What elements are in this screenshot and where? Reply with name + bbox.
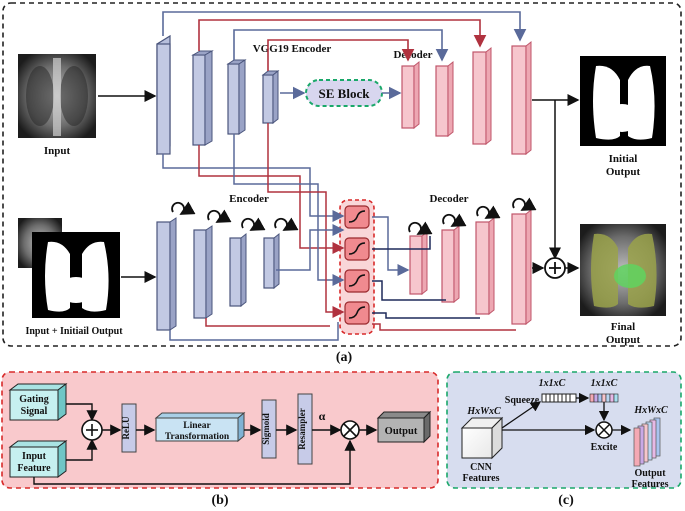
input-xray-image xyxy=(18,54,96,138)
output-features-stack xyxy=(633,417,661,467)
input-feature-label-2: Feature xyxy=(17,463,51,474)
final-output-label-1: Final xyxy=(611,321,635,333)
relu-box: ReLU xyxy=(121,403,137,453)
encoder-bottom-label: Encoder xyxy=(229,193,269,205)
gate-to-decoder-connections xyxy=(372,216,516,331)
output-features-label-2: Features xyxy=(631,479,668,490)
squeeze-vector xyxy=(541,393,577,403)
output-dim-label: HxWxC xyxy=(633,405,668,416)
input-feature-box: Input Feature xyxy=(8,440,68,478)
decoder-bottom-label: Decoder xyxy=(429,193,468,205)
decoder-bottom-blocks xyxy=(409,208,532,326)
linear-label-1: Linear xyxy=(183,421,211,431)
sigmoid-label: Sigmoid xyxy=(261,413,271,445)
initial-output-mask xyxy=(580,56,666,146)
squeeze-label: Squeeze xyxy=(505,395,540,406)
decoder-recurrent-arrows xyxy=(408,197,537,235)
attention-gates xyxy=(339,199,375,335)
gating-signal-label-1: Gating xyxy=(19,394,48,405)
second-input-image xyxy=(18,218,120,318)
gating-signal-label-2: Signal xyxy=(21,406,48,417)
cnn-features-label-2: Features xyxy=(462,473,499,484)
multiply-icon xyxy=(340,420,360,440)
alpha-label: α xyxy=(319,409,326,423)
linear-label-2: Transformation xyxy=(165,432,230,442)
initial-output-label-1: Initial xyxy=(609,153,638,165)
output-box: Output xyxy=(376,410,432,444)
caption-c: (c) xyxy=(558,493,574,508)
sigmoid-box: Sigmoid xyxy=(261,399,277,459)
final-output-image xyxy=(580,224,666,316)
resampler-box: Resampler xyxy=(297,393,313,465)
encoder-recurrent-arrows xyxy=(171,201,299,231)
vgg-encoder-label: VGG19 Encoder xyxy=(253,43,332,55)
input-feature-label-1: Input xyxy=(22,451,47,462)
cnn-features-label-1: CNN xyxy=(470,462,492,473)
vgg-encoder-blocks xyxy=(156,34,280,156)
panel-a: Input VGG19 Encoder SE Block Decoder xyxy=(2,2,682,347)
excite-dim-label: 1x1xC xyxy=(591,378,618,389)
final-output-label-2: Output xyxy=(606,334,641,346)
attention-connections xyxy=(162,123,345,341)
relu-label: ReLU xyxy=(121,416,131,439)
cnn-features-cube xyxy=(460,416,504,460)
caption-b: (b) xyxy=(211,493,228,508)
gating-signal-box: Gating Signal xyxy=(8,383,68,421)
excite-vector xyxy=(589,393,619,403)
fusion-add-icon xyxy=(544,257,566,279)
output-label: Output xyxy=(385,426,418,437)
output-features-label-1: Output xyxy=(634,468,666,479)
se-block-label: SE Block xyxy=(319,86,371,101)
excite-multiply-icon xyxy=(595,421,613,439)
top-skip-connections xyxy=(162,11,527,71)
decoder-top-blocks xyxy=(401,40,532,156)
input-label: Input xyxy=(44,145,71,157)
initial-output-label-2: Output xyxy=(606,166,641,178)
linear-transformation-box: Linear Transformation xyxy=(154,411,246,443)
se-block: SE Block xyxy=(305,79,383,107)
add-icon xyxy=(81,419,103,441)
squeeze-dim-label: 1x1xC xyxy=(539,378,566,389)
encoder-bottom-blocks xyxy=(156,217,280,331)
resampler-label: Resampler xyxy=(297,408,307,450)
input-dim-label: HxWxC xyxy=(466,406,501,417)
decoder-top-label: Decoder xyxy=(393,49,432,61)
excite-label: Excite xyxy=(591,442,618,453)
caption-a: (a) xyxy=(336,350,353,365)
second-input-label: Input + Initiail Output xyxy=(25,326,123,337)
panel-b: Gating Signal Input Feature ReLU Line xyxy=(1,371,439,489)
panel-c: HxWxC CNN Features Squeeze 1x1xC 1x1xC xyxy=(446,371,682,490)
